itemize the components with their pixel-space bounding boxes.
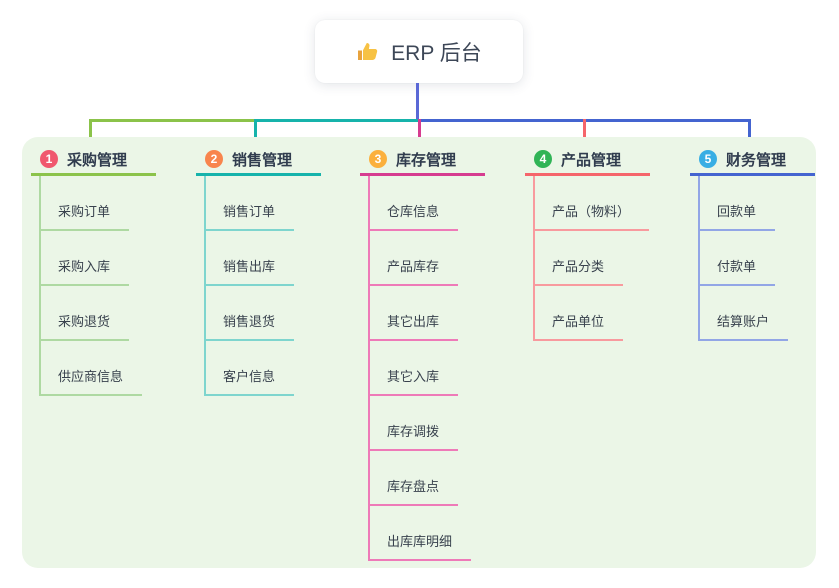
root-node[interactable]: ERP 后台 <box>315 20 523 83</box>
branch-children: 回款单付款单结算账户 <box>698 176 789 341</box>
child-label: 其它入库 <box>370 366 459 396</box>
thumbs-up-icon <box>356 40 380 64</box>
branch-children: 销售订单销售出库销售退货客户信息 <box>204 176 295 396</box>
child-label: 产品库存 <box>370 256 459 286</box>
child-label: 采购入库 <box>41 256 130 286</box>
child-label: 回款单 <box>700 201 776 231</box>
connector-drop <box>418 119 421 145</box>
branch-number-badge: 3 <box>369 150 387 168</box>
root-title: ERP 后台 <box>391 41 482 65</box>
child-node[interactable]: 采购退货 <box>41 286 142 341</box>
child-node[interactable]: 产品分类 <box>535 231 649 286</box>
branch-1: 1 采购管理 采购订单采购入库采购退货供应商信息 <box>31 137 156 396</box>
branch-title: 财务管理 <box>726 151 787 169</box>
branch-3: 3 库存管理 仓库信息产品库存其它出库其它入库库存调拨库存盘点出库库明细 <box>360 137 485 561</box>
child-node[interactable]: 销售出库 <box>206 231 295 286</box>
branch-title: 采购管理 <box>67 151 128 169</box>
branch-2: 2 销售管理 销售订单销售出库销售退货客户信息 <box>196 137 321 396</box>
branch-header[interactable]: 3 库存管理 <box>360 137 485 176</box>
child-node[interactable]: 产品（物料） <box>535 176 650 231</box>
child-node[interactable]: 付款单 <box>700 231 788 286</box>
branch-title: 库存管理 <box>396 151 457 169</box>
child-node[interactable]: 回款单 <box>700 176 788 231</box>
child-node[interactable]: 库存盘点 <box>370 451 471 506</box>
child-label: 采购订单 <box>41 201 130 231</box>
connector-drop <box>89 119 92 145</box>
child-node[interactable]: 销售退货 <box>206 286 295 341</box>
branches-panel: 1 采购管理 采购订单采购入库采购退货供应商信息 2 销售管理 销售订单销售出库… <box>22 137 816 568</box>
connector-bus-segment <box>89 119 254 122</box>
branch-header[interactable]: 4 产品管理 <box>525 137 650 176</box>
child-node[interactable]: 产品库存 <box>370 231 471 286</box>
child-node[interactable]: 出库库明细 <box>370 506 472 561</box>
child-node[interactable]: 销售订单 <box>206 176 295 231</box>
child-label: 销售出库 <box>206 256 295 286</box>
child-label: 采购退货 <box>41 311 130 341</box>
child-node[interactable]: 其它出库 <box>370 286 471 341</box>
branch-number-badge: 4 <box>534 150 552 168</box>
branch-title: 销售管理 <box>232 151 293 169</box>
child-node[interactable]: 其它入库 <box>370 341 471 396</box>
child-label: 库存调拨 <box>370 421 459 451</box>
child-node[interactable]: 仓库信息 <box>370 176 471 231</box>
child-label: 产品（物料） <box>535 201 650 231</box>
child-label: 结算账户 <box>700 311 789 341</box>
connector-drop <box>254 119 257 145</box>
child-label: 其它出库 <box>370 311 459 341</box>
child-label: 销售退货 <box>206 311 295 341</box>
child-node[interactable]: 客户信息 <box>206 341 295 396</box>
branch-children: 仓库信息产品库存其它出库其它入库库存调拨库存盘点出库库明细 <box>368 176 472 561</box>
child-label: 库存盘点 <box>370 476 459 506</box>
branch-5: 5 财务管理 回款单付款单结算账户 <box>690 137 815 341</box>
child-node[interactable]: 供应商信息 <box>41 341 143 396</box>
branch-header[interactable]: 1 采购管理 <box>31 137 156 176</box>
child-label: 销售订单 <box>206 201 295 231</box>
branch-children: 产品（物料） 产品分类产品单位 <box>533 176 650 341</box>
connector-drop <box>583 119 586 145</box>
child-label: 客户信息 <box>206 366 295 396</box>
branch-header[interactable]: 5 财务管理 <box>690 137 815 176</box>
branch-number-badge: 2 <box>205 150 223 168</box>
connector-drop <box>748 119 751 145</box>
branch-4: 4 产品管理 产品（物料） 产品分类产品单位 <box>525 137 650 341</box>
connector-bus-segment <box>254 119 418 122</box>
child-node[interactable]: 采购订单 <box>41 176 142 231</box>
root-stem-connector <box>416 83 419 121</box>
child-node[interactable]: 采购入库 <box>41 231 142 286</box>
child-label: 仓库信息 <box>370 201 459 231</box>
child-node[interactable]: 结算账户 <box>700 286 789 341</box>
child-node[interactable]: 产品单位 <box>535 286 649 341</box>
branch-children: 采购订单采购入库采购退货供应商信息 <box>39 176 143 396</box>
branch-header[interactable]: 2 销售管理 <box>196 137 321 176</box>
child-label: 产品分类 <box>535 256 624 286</box>
child-label: 付款单 <box>700 256 776 286</box>
child-node[interactable]: 库存调拨 <box>370 396 471 451</box>
branch-number-badge: 5 <box>699 150 717 168</box>
branch-title: 产品管理 <box>561 151 622 169</box>
child-label: 出库库明细 <box>370 531 472 561</box>
branch-number-badge: 1 <box>40 150 58 168</box>
child-label: 供应商信息 <box>41 366 143 396</box>
child-label: 产品单位 <box>535 311 624 341</box>
